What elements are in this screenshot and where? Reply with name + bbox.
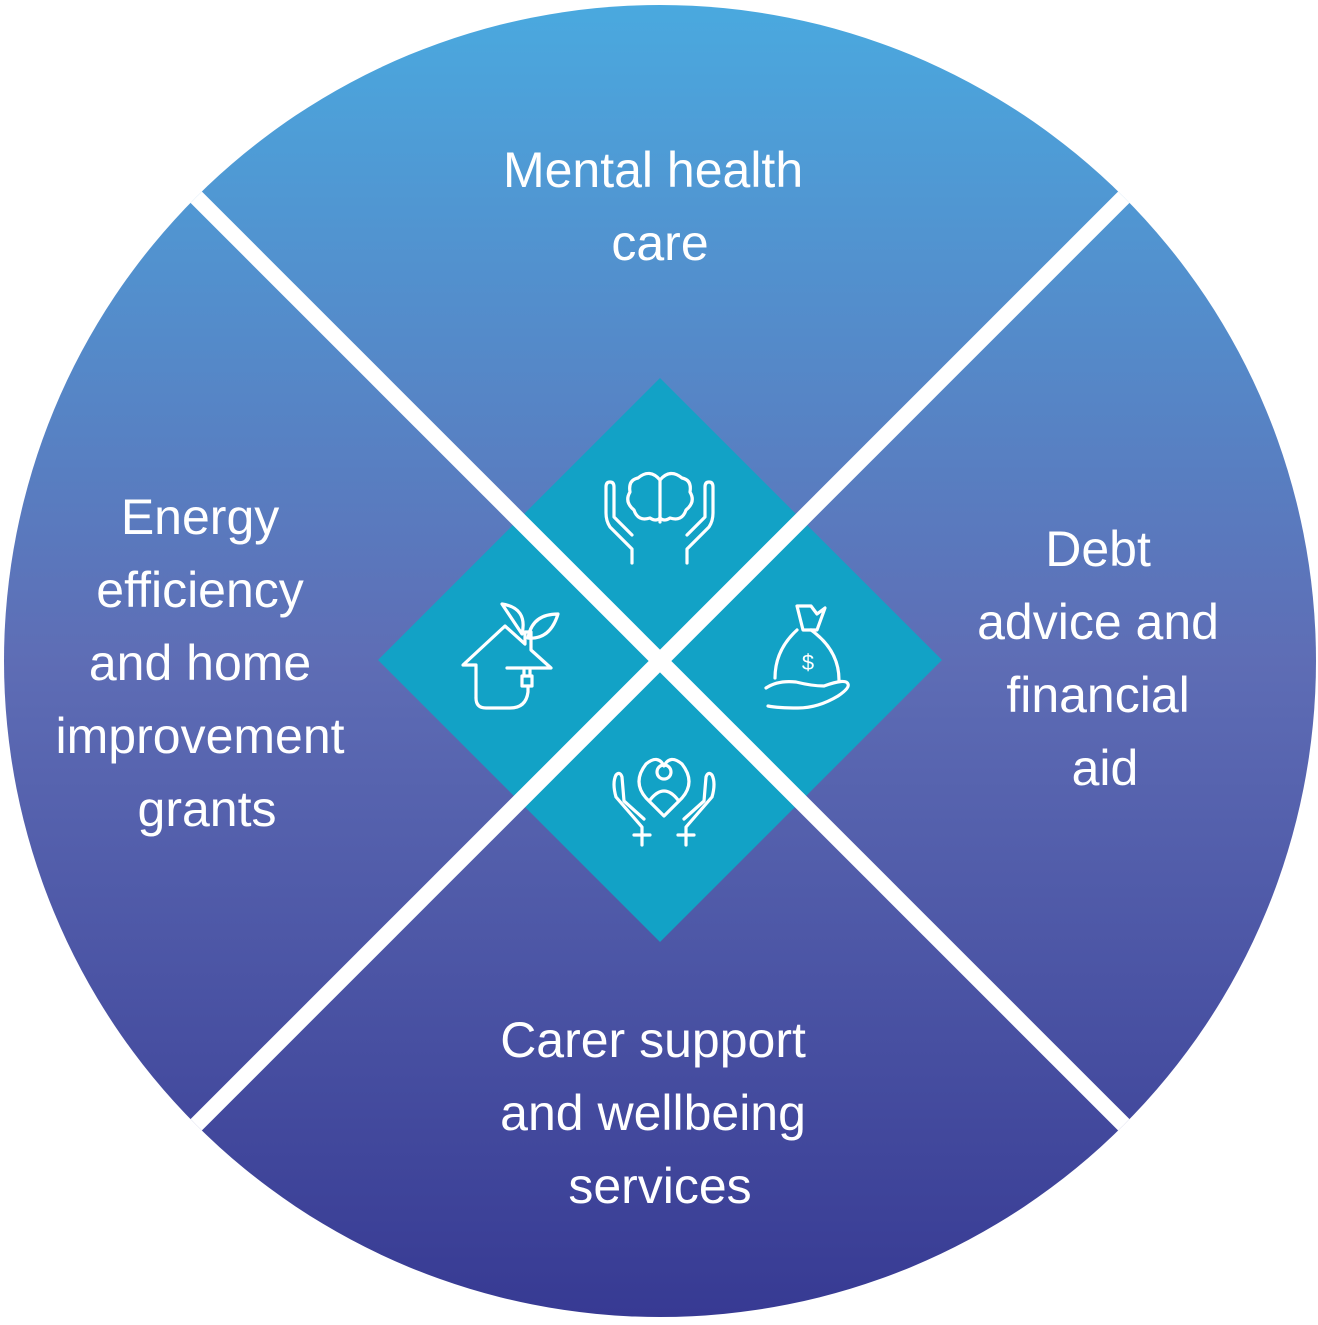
money-bag-hand-icon: $	[764, 604, 850, 710]
segment-label-carer-support: Carer support and wellbeing services	[500, 1012, 820, 1214]
segment-label-mental-health: Mental health care	[503, 142, 817, 271]
brain-in-hands-icon	[604, 471, 715, 565]
segment-label-debt-advice: Debt advice and financial aid	[977, 521, 1233, 796]
segment-label-energy-efficiency: Energy efficiency and home improvement g…	[56, 489, 359, 837]
heart-person-hands-icon	[612, 757, 716, 847]
svg-text:$: $	[802, 650, 814, 675]
eco-house-plug-icon	[461, 602, 560, 710]
